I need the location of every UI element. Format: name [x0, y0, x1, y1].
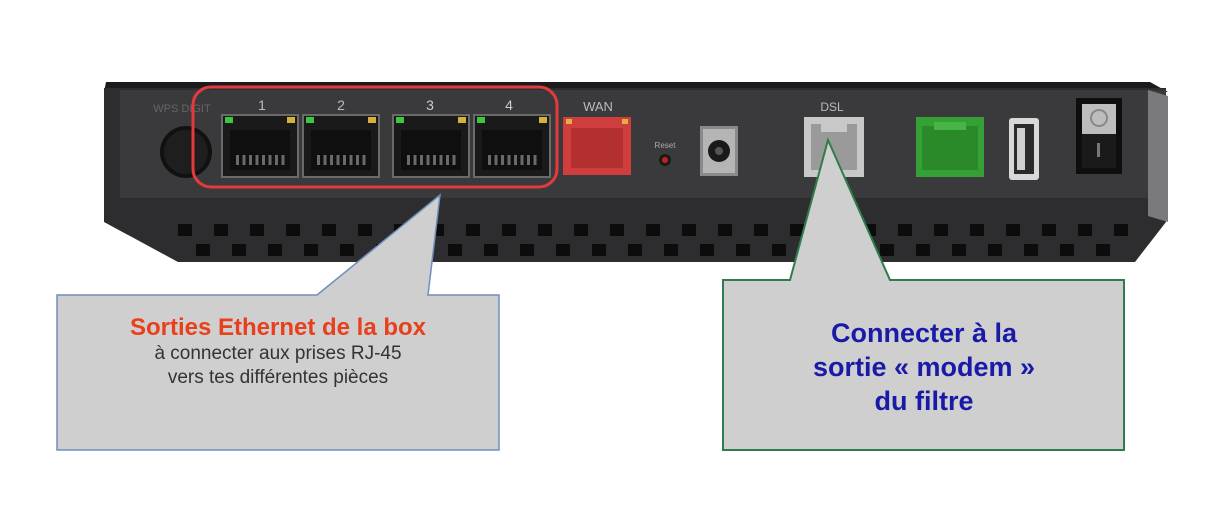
port-label-2: 2	[337, 97, 345, 113]
vent-hole	[736, 244, 750, 256]
power-switch	[1076, 98, 1122, 174]
green-port	[916, 117, 984, 177]
right-callout-box	[722, 137, 1125, 451]
lan-port-3	[392, 114, 470, 178]
vent-hole	[952, 244, 966, 256]
router-edge-highlight	[1148, 90, 1168, 222]
port-label-3: 3	[426, 97, 434, 113]
vent-hole	[466, 224, 480, 236]
vent-hole	[340, 244, 354, 256]
vent-hole	[1060, 244, 1074, 256]
lan-highlight-frame	[191, 85, 559, 189]
vent-hole	[556, 244, 570, 256]
vent-hole	[484, 244, 498, 256]
lan-port-1	[221, 114, 299, 178]
vent-hole	[538, 224, 552, 236]
vent-hole	[322, 224, 336, 236]
vent-hole	[592, 244, 606, 256]
dsl-label: DSL	[820, 100, 844, 114]
vent-hole	[358, 224, 372, 236]
lan-port-2	[302, 114, 380, 178]
reset-button	[659, 154, 671, 166]
vent-hole	[790, 224, 804, 236]
vent-hole	[772, 244, 786, 256]
vent-hole	[970, 224, 984, 236]
vent-hole	[1006, 224, 1020, 236]
right-callout-line3: du filtre	[874, 386, 974, 416]
vent-hole	[448, 244, 462, 256]
vent-hole	[286, 224, 300, 236]
port-label-4: 4	[505, 97, 513, 113]
left-callout-line1: à connecter aux prises RJ-45	[154, 343, 402, 364]
port-label-1: 1	[258, 97, 266, 113]
left-callout-box	[56, 193, 500, 451]
wps-label: WPS DIGIT	[153, 103, 211, 115]
vent-hole	[610, 224, 624, 236]
vent-hole	[268, 244, 282, 256]
reset-label: Reset	[655, 141, 677, 150]
vent-hole	[754, 224, 768, 236]
vent-hole	[700, 244, 714, 256]
vent-hole	[196, 244, 210, 256]
vent-hole	[214, 224, 228, 236]
vent-hole	[178, 224, 192, 236]
vent-hole	[1042, 224, 1056, 236]
wan-port	[563, 117, 631, 175]
vent-hole	[1096, 244, 1110, 256]
right-callout-line2: sortie « modem »	[812, 352, 1036, 382]
vent-hole	[664, 244, 678, 256]
vent-hole	[1024, 244, 1038, 256]
wan-label: WAN	[583, 99, 613, 114]
vent-hole	[304, 244, 318, 256]
vent-hole	[574, 224, 588, 236]
vent-hole	[520, 244, 534, 256]
vent-hole	[646, 224, 660, 236]
left-callout-text: Sorties Ethernet de la box à connecter a…	[58, 314, 498, 390]
vent-hole	[628, 244, 642, 256]
usb-port	[1009, 118, 1039, 180]
vent-hole	[898, 224, 912, 236]
vent-hole	[232, 244, 246, 256]
power-jack	[700, 126, 738, 176]
vent-hole	[988, 244, 1002, 256]
right-callout-line1: Connecter à la	[830, 318, 1018, 348]
vent-hole	[1114, 224, 1128, 236]
vent-hole	[934, 224, 948, 236]
vent-hole	[502, 224, 516, 236]
vent-hole	[250, 224, 264, 236]
right-callout-text: Connecter à la sortie « modem » du filtr…	[724, 316, 1124, 418]
vent-hole	[1078, 224, 1092, 236]
lan-port-4	[473, 114, 551, 178]
wps-button: WPS DIGIT	[153, 103, 212, 178]
left-callout-title: Sorties Ethernet de la box	[129, 314, 427, 341]
vent-hole	[682, 224, 696, 236]
vent-hole	[880, 244, 894, 256]
lan-ports	[221, 114, 551, 178]
left-callout-line2: vers tes différentes pièces	[167, 367, 389, 388]
vent-hole	[718, 224, 732, 236]
vent-hole	[916, 244, 930, 256]
